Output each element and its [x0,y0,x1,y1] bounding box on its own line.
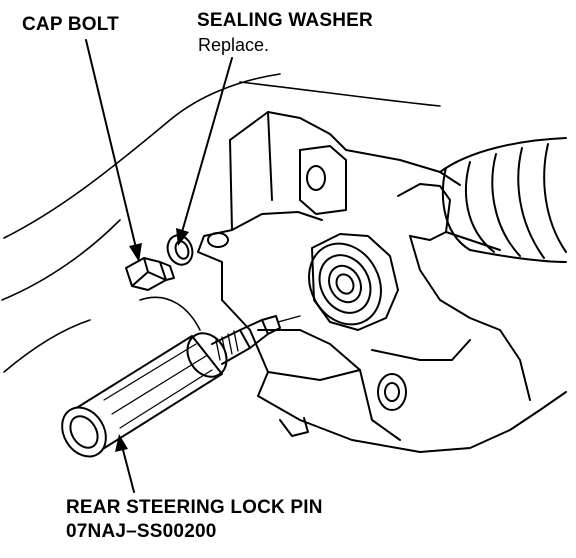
sealing-washer-label: SEALING WASHER [197,10,373,31]
washer-arrowhead [176,228,189,246]
steering-boot [439,137,567,263]
cap-bolt-hole [207,232,229,248]
leader-lines [85,39,233,493]
cap-bolt [125,257,175,291]
lock-pin-part-number: 07NAJ–SS00200 [66,521,217,542]
arrowheads [115,228,189,452]
contour-lines [1,73,441,373]
cap-bolt-label: CAP BOLT [22,14,119,35]
cap-bolt-arrowhead [129,243,142,262]
steering-gearbox-housing [197,111,567,453]
rear-steering-lock-pin-tool [61,315,301,458]
lock-pin-leader [121,445,135,493]
lock-pin-label: REAR STEERING LOCK PIN [66,497,323,518]
washer-leader [181,57,233,233]
lock-pin-arrowhead [115,434,128,452]
cap-bolt-leader [85,39,137,249]
sealing-washer-note: Replace. [198,35,270,55]
lock-pin-bore [308,233,399,331]
